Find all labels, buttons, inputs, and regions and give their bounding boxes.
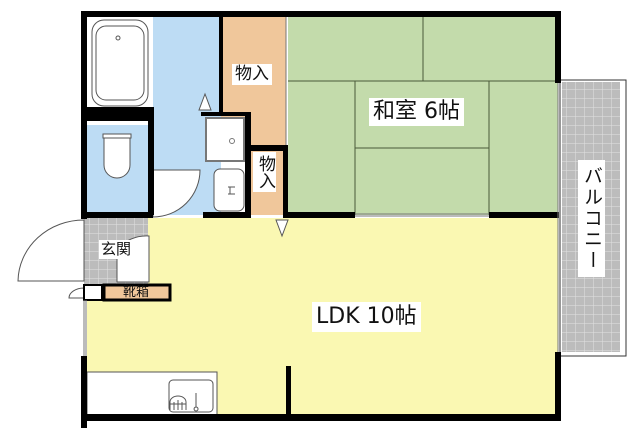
washbasin-icon: [213, 168, 245, 212]
washing-machine-pan-icon: [205, 117, 245, 162]
label-closet-2: 物入: [253, 152, 276, 192]
label-shoe-cabinet: 靴箱: [123, 285, 150, 300]
washroom-door-swing: [152, 169, 201, 218]
bathtub-icon: [91, 19, 149, 107]
tatami-lines: [288, 15, 556, 215]
opening-marker-1: [198, 92, 212, 111]
label-balcony: バルコニー: [578, 160, 605, 277]
shoe-cabinet: [102, 283, 172, 302]
toilet-icon: [102, 133, 132, 179]
window-lines: [83, 17, 559, 356]
sink-icon: [168, 379, 214, 413]
opening-marker-2: [275, 219, 289, 238]
label-ldk: LDK 10帖: [312, 302, 421, 332]
small-opening: [83, 284, 103, 301]
label-washitsu: 和室 6帖: [369, 98, 464, 126]
balcony-outline: [559, 79, 627, 357]
entrance-door-swing: [17, 219, 85, 282]
small-door-swing: [68, 287, 85, 299]
walls: [81, 11, 561, 428]
label-closet-1: 物入: [232, 64, 272, 85]
label-entrance: 玄関: [99, 240, 134, 259]
